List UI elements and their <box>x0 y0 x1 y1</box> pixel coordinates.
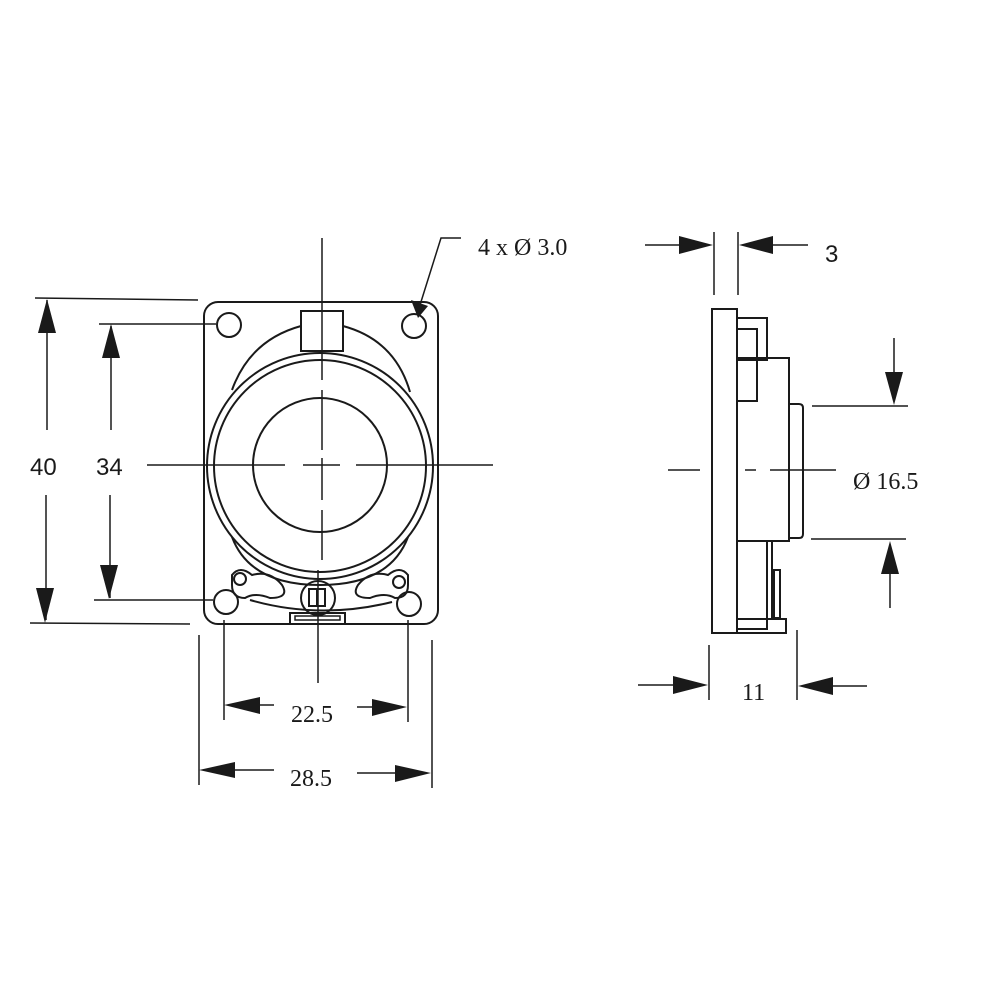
center-lines <box>147 238 493 683</box>
dim-width-holes <box>223 620 409 722</box>
dim-diameter <box>811 338 908 608</box>
outer-ring <box>206 352 434 580</box>
side-flange <box>711 308 738 634</box>
mounting-hole-leader <box>411 237 461 318</box>
front-plate-outline <box>203 301 439 625</box>
dim-flange-thickness-label: 3 <box>825 241 838 268</box>
dim-height-holes-label: 34 <box>96 454 123 481</box>
dim-width-outer-label: 28.5 <box>290 766 332 792</box>
side-dome <box>789 403 804 539</box>
dim-diameter-label: Ø 16.5 <box>853 469 918 495</box>
dim-flange-thickness <box>645 232 808 295</box>
side-view: 3 Ø 16.5 11 <box>638 232 918 706</box>
dim-depth-label: 11 <box>742 680 765 706</box>
dim-width-holes-label: 22.5 <box>291 702 333 728</box>
inner-ring <box>213 359 427 573</box>
dim-height-outer-label: 40 <box>30 454 57 481</box>
mounting-hole-top-right <box>401 313 427 339</box>
dim-depth <box>638 630 867 700</box>
mounting-hole-top-left <box>216 312 242 338</box>
terminal-strip <box>231 569 286 600</box>
dim-width-outer <box>198 635 433 788</box>
housing-arc <box>231 325 302 391</box>
dim-height-holes <box>94 323 216 601</box>
front-view: 4 x Ø 3.0 40 34 <box>29 235 567 792</box>
mounting-hole-bottom-right <box>396 591 422 617</box>
mounting-holes-label: 4 x Ø 3.0 <box>478 235 567 261</box>
side-body <box>736 357 790 542</box>
dim-height-outer <box>29 297 199 625</box>
mounting-hole-bottom-left <box>213 589 239 615</box>
